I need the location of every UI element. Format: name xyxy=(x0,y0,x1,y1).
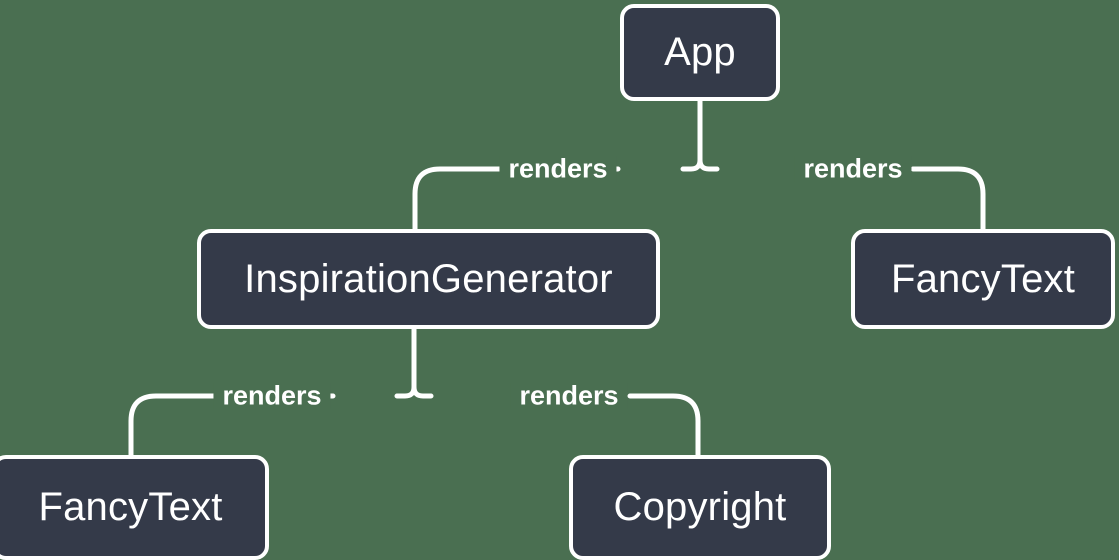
node-copyright-label: Copyright xyxy=(613,485,787,529)
node-inspiration-generator[interactable]: InspirationGenerator xyxy=(197,229,660,329)
edge-inspiration-generator-stem xyxy=(394,326,417,399)
node-fancytext-bottom[interactable]: FancyText xyxy=(0,455,269,560)
edge-label-inspiration-generator-to-copyright: renders xyxy=(510,382,628,410)
edge-inspiration-generator-to-copyright xyxy=(627,393,701,459)
edge-inspiration-generator-to-fancytext-bottom xyxy=(128,393,336,459)
edge-label-app-to-inspiration-generator: renders xyxy=(499,155,617,183)
node-fancytext-right-label: FancyText xyxy=(890,256,1076,301)
edge-app-to-fancytext-right xyxy=(910,166,986,232)
edge-label-app-to-fancytext-right: renders xyxy=(794,155,912,183)
edge-app-to-inspiration-generator xyxy=(412,166,621,232)
edge-label-inspiration-generator-to-fancytext-bottom: renders xyxy=(213,382,331,410)
node-copyright[interactable]: Copyright xyxy=(569,455,831,560)
edge-app-stem-right xyxy=(697,157,720,172)
edge-inspiration-generator-stem-right xyxy=(411,384,434,399)
node-fancytext-bottom-label: FancyText xyxy=(38,485,223,529)
node-fancytext-right[interactable]: FancyText xyxy=(851,229,1115,329)
node-inspiration-generator-label: InspirationGenerator xyxy=(244,256,613,301)
edge-app-stem xyxy=(680,98,703,172)
node-app[interactable]: App xyxy=(620,4,780,101)
node-app-label: App xyxy=(664,30,736,74)
